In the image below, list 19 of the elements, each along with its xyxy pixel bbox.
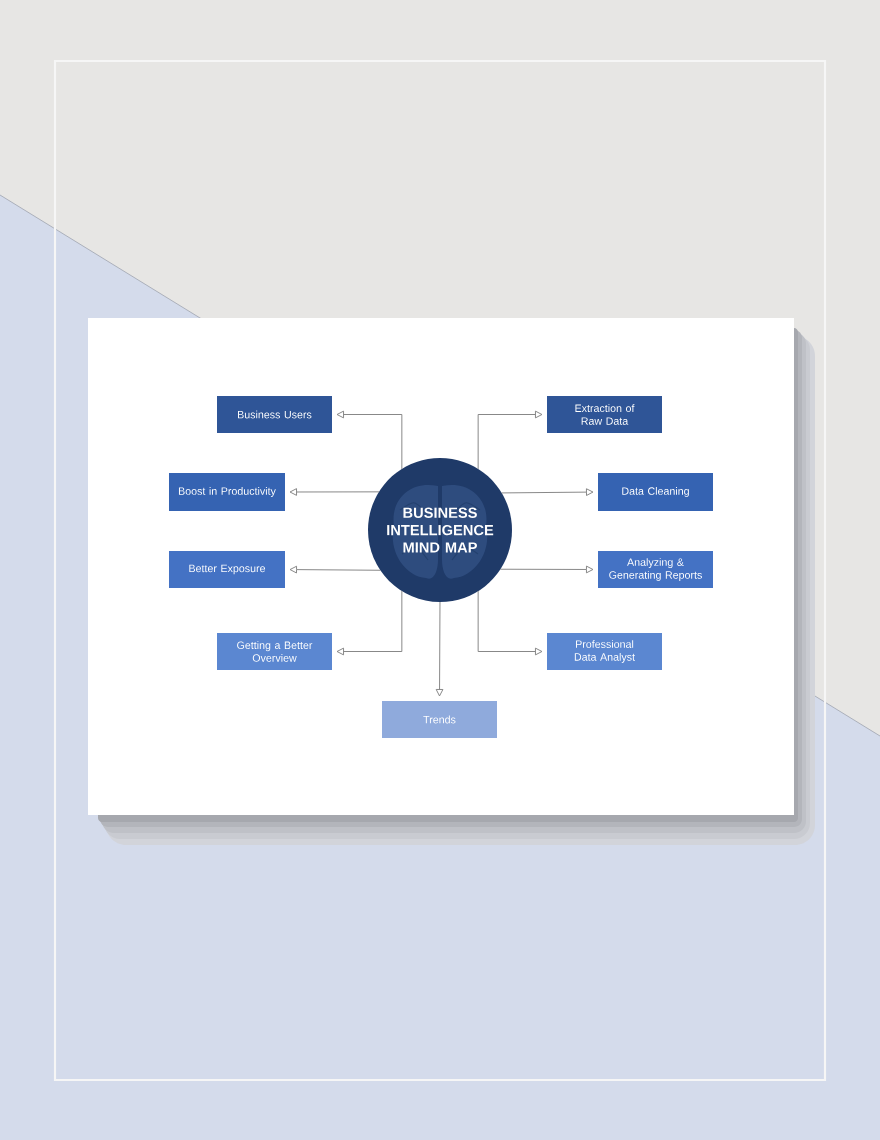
topic-box: Data Cleaning bbox=[598, 473, 713, 511]
topic-box: Professional Data Analyst bbox=[547, 633, 662, 670]
topic-box: Analyzing & Generating Reports bbox=[598, 551, 713, 588]
circle-title: BUSINESS INTELLIGENCE MIND MAP bbox=[387, 507, 494, 553]
arrow bbox=[477, 590, 543, 656]
arrow bbox=[289, 488, 380, 496]
arrow bbox=[336, 590, 403, 656]
topic-box: Extraction of Raw Data bbox=[547, 396, 662, 433]
arrow bbox=[435, 601, 444, 697]
topic-box: Better Exposure bbox=[169, 551, 285, 588]
arrow bbox=[289, 565, 381, 574]
topic-box: Trends bbox=[382, 701, 497, 738]
arrow bbox=[499, 565, 594, 574]
arrow bbox=[501, 488, 594, 496]
arrow bbox=[477, 410, 543, 470]
topic-box: Getting a Better Overview bbox=[217, 633, 332, 670]
topic-box: Boost in Productivity bbox=[169, 473, 285, 511]
topic-box: Business Users bbox=[217, 396, 332, 433]
arrow bbox=[336, 410, 403, 470]
